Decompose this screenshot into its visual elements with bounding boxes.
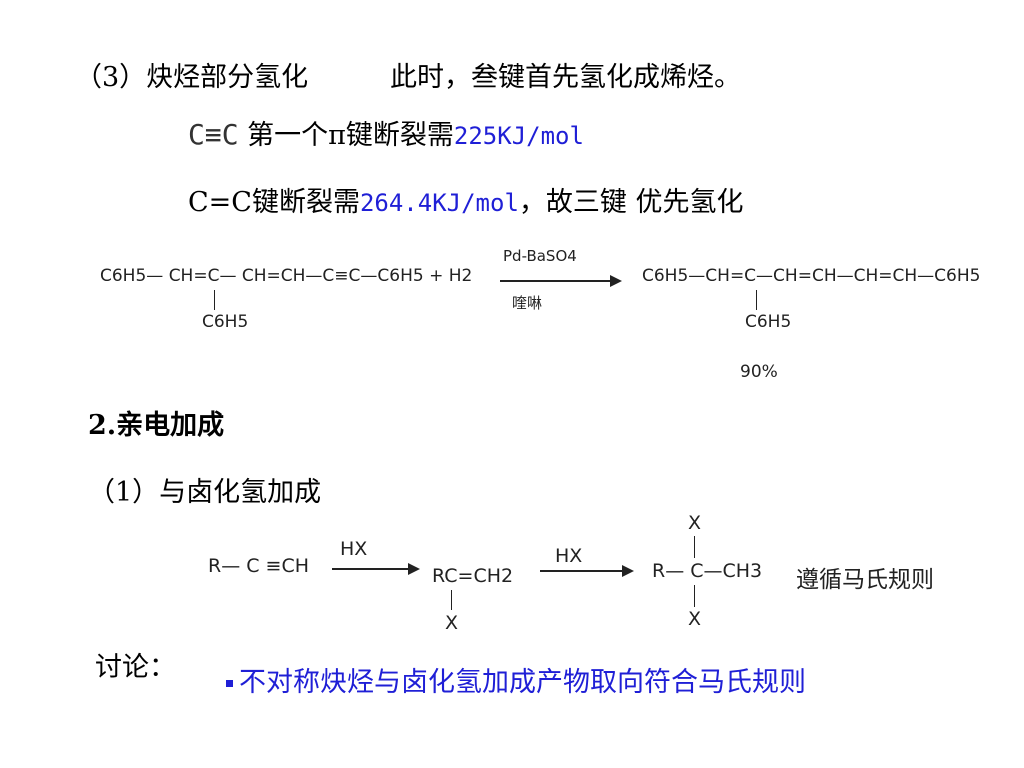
section2-title: 2.亲电加成 <box>88 410 225 441</box>
reaction1-quinoline: 喹啉 <box>512 294 543 312</box>
reaction2-arrow1 <box>332 563 420 575</box>
reaction1-catalyst: Pd-BaSO4 <box>503 247 577 265</box>
pi-bond-text: 第一个π键断裂需 <box>238 120 454 151</box>
pi-bond-energy: 225KJ/mol <box>453 122 584 150</box>
reaction1-yield: 90% <box>740 362 778 382</box>
reaction1-arrow <box>500 275 622 287</box>
reaction2-product-bottom-bond <box>694 585 695 607</box>
reaction2-product-top-x: X <box>688 512 702 534</box>
markovnikov-rule-label: 遵循马氏规则 <box>796 567 934 593</box>
reaction2-product-bottom-x: X <box>688 608 702 630</box>
double-bond-conclusion: ，故三键 优先氢化 <box>518 187 744 218</box>
section3-title: （3）炔烃部分氢化 <box>75 62 309 93</box>
reaction2-reagent1: HX <box>340 538 368 560</box>
reaction1-reactant-branch-bond <box>214 290 215 310</box>
discussion-point: 不对称炔烃与卤化氢加成产物取向符合马氏规则 <box>226 660 806 699</box>
subsection1-title: （1）与卤化氢加成 <box>88 477 322 508</box>
triple-bond-line: C≡C 第一个π键断裂需225KJ/mol <box>188 113 584 152</box>
reaction1-product: C6H5—CH=C—CH=CH—CH=CH—C6H5 <box>642 266 981 286</box>
reaction2-intermediate-x: X <box>445 612 459 634</box>
triple-bond-formula: C≡C <box>188 118 239 151</box>
bullet-icon <box>226 680 233 687</box>
reaction1-product-substituent: C6H5 <box>745 312 792 332</box>
reaction1-reactant-substituent: C6H5 <box>202 312 249 332</box>
reaction1-reactant: C6H5— CH=C— CH=CH—C≡C—C6H5 + H2 <box>100 266 473 286</box>
reaction2-product: R— C—CH3 <box>652 560 763 582</box>
section3-subtitle: 此时，叁键首先氢化成烯烃。 <box>390 62 741 93</box>
reaction1-product-branch-bond <box>756 290 757 310</box>
double-bond-text: C=C键断裂需 <box>188 187 360 218</box>
reaction2-reagent2: HX <box>555 545 583 567</box>
discussion-label: 讨论： <box>95 652 176 683</box>
double-bond-line: C=C键断裂需264.4KJ/mol，故三键 优先氢化 <box>188 180 744 219</box>
double-bond-energy: 264.4KJ/mol <box>359 189 519 217</box>
reaction2-alkyne: R— C ≡CH <box>208 555 310 577</box>
reaction2-intermediate: RC=CH2 <box>432 565 514 587</box>
discussion-point-text: 不对称炔烃与卤化氢加成产物取向符合马氏规则 <box>239 667 806 698</box>
reaction2-product-top-bond <box>694 536 695 558</box>
reaction2-arrow2 <box>540 565 634 577</box>
reaction2-intermediate-bond <box>451 590 452 610</box>
